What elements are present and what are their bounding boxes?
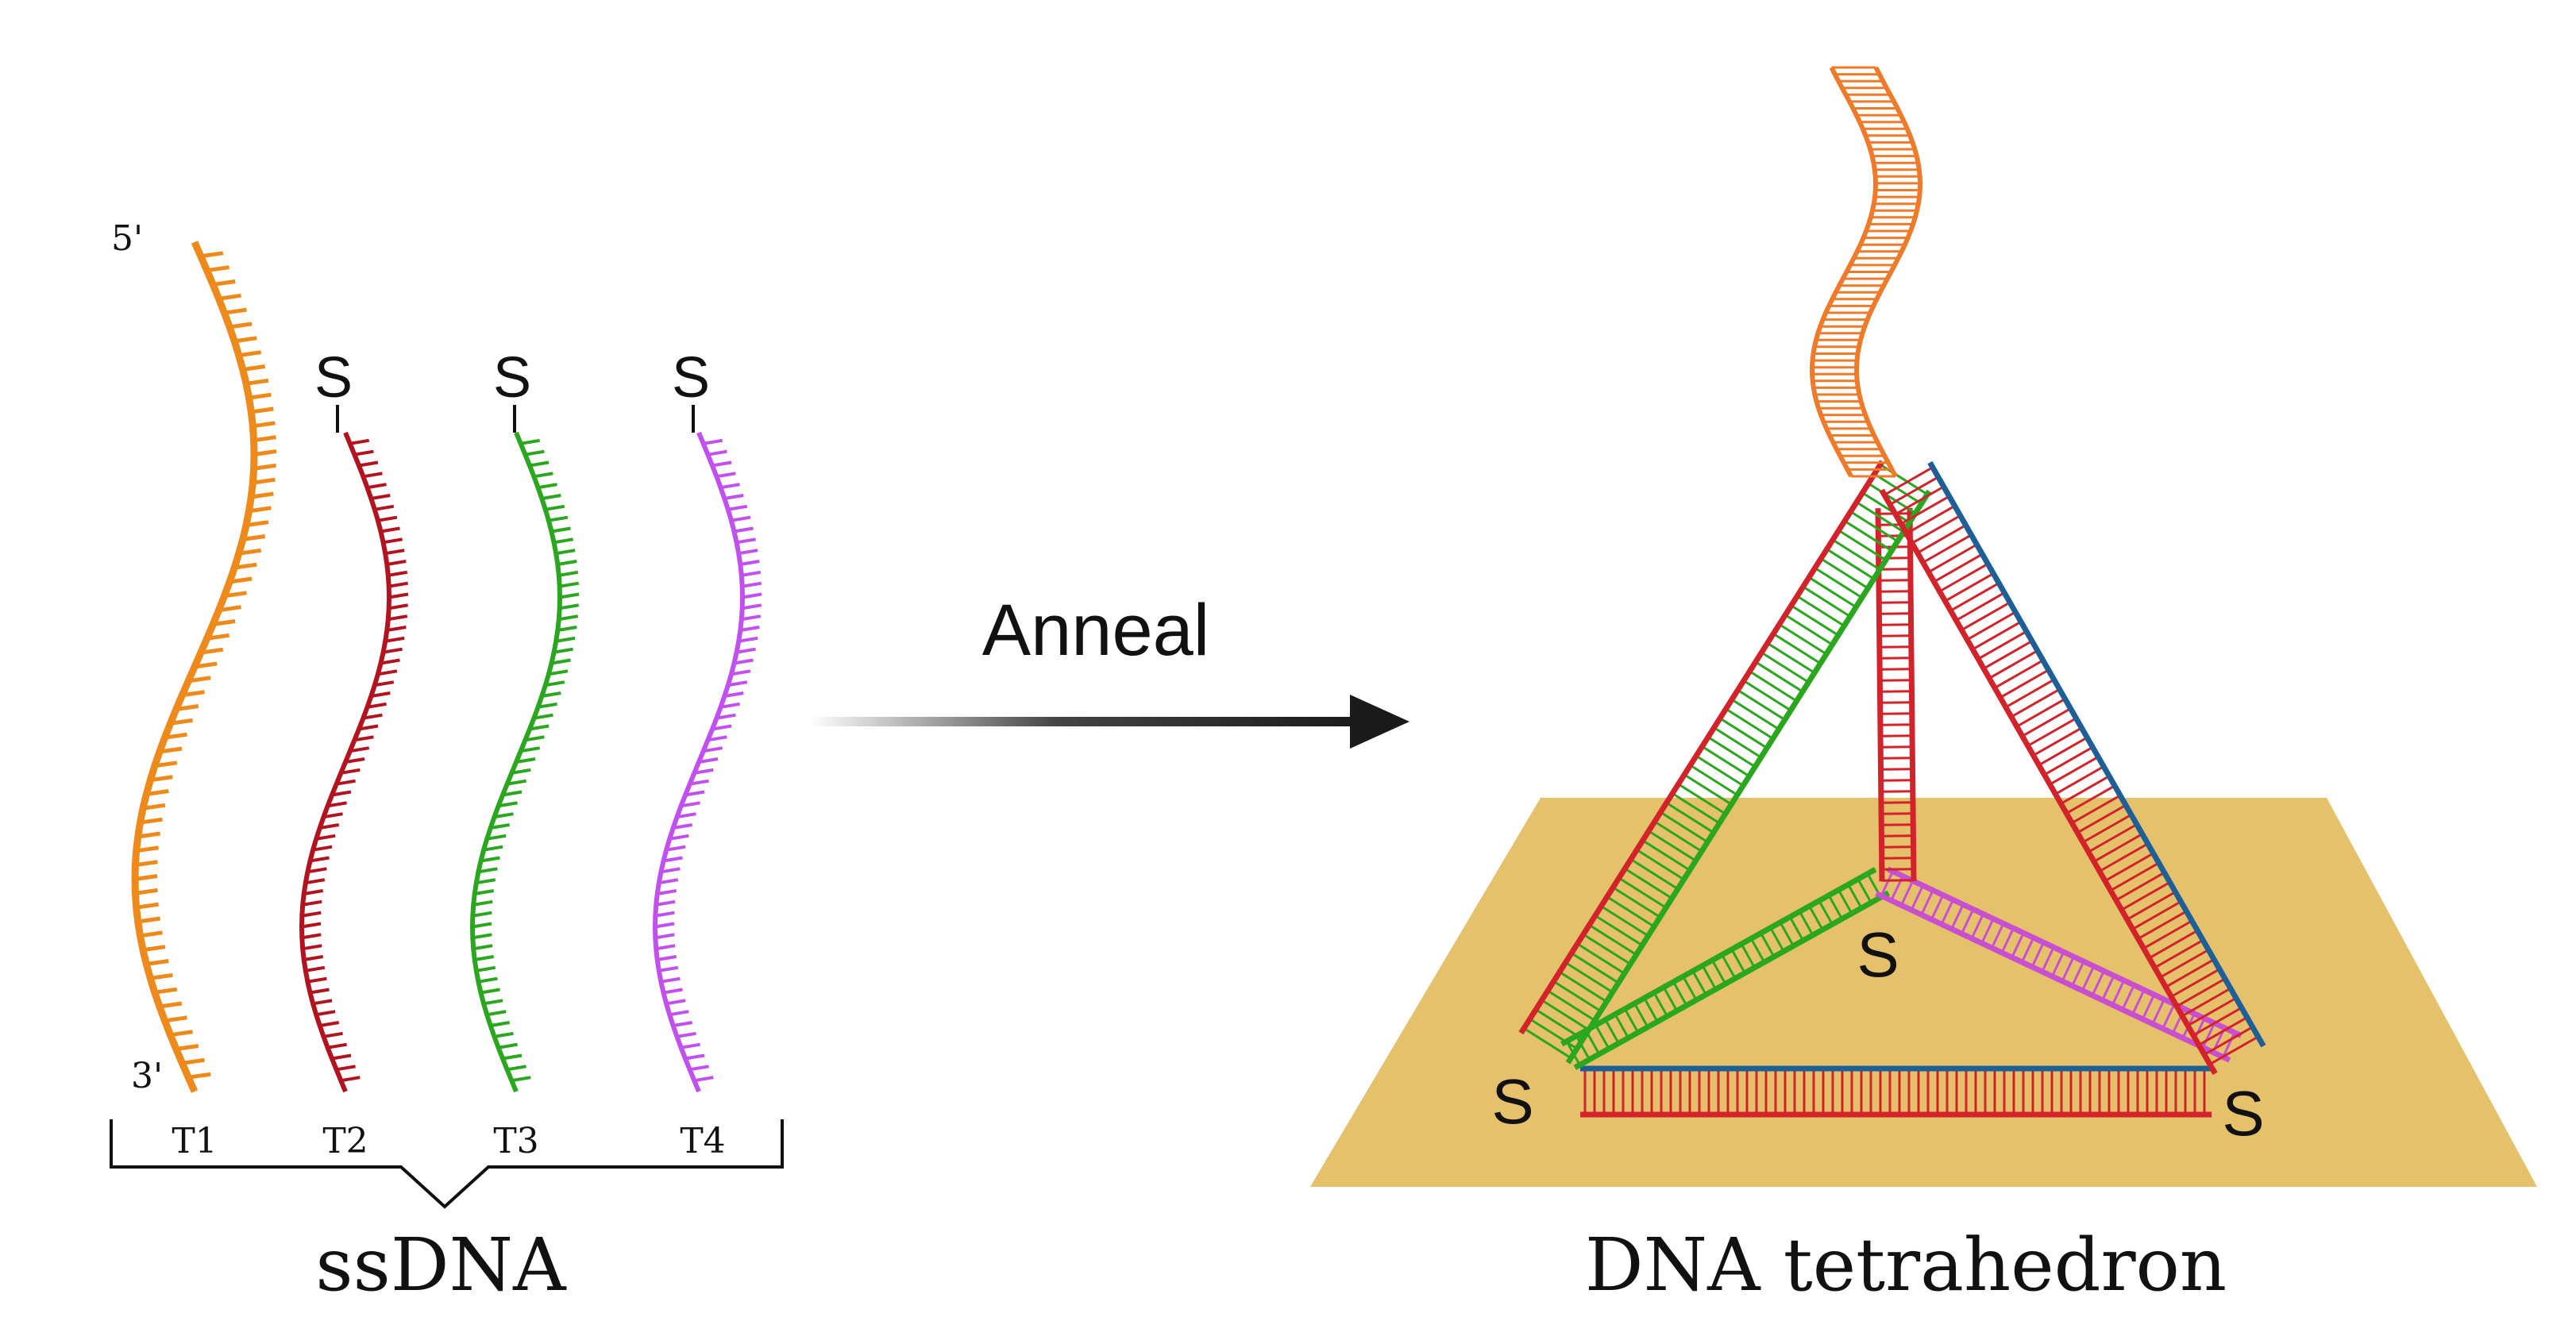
gold-surface bbox=[1310, 798, 2537, 1187]
ssdna-label: ssDNA bbox=[315, 1223, 567, 1307]
edge-base-helix bbox=[1580, 1065, 2212, 1118]
strand-bases-t4 bbox=[654, 438, 762, 1083]
strand-bases-t2 bbox=[301, 438, 409, 1083]
orange-extension-rungs bbox=[1812, 66, 1920, 478]
helix-group bbox=[1518, 66, 2266, 1118]
thiol-label-apex: S bbox=[1857, 919, 1899, 990]
arrow-head bbox=[1350, 695, 1409, 749]
strand-label-t2: T2 bbox=[322, 1121, 368, 1161]
ssdna-panel: 5' 3' T1 T2 T3 T4 S S S ssDNA bbox=[110, 218, 784, 1307]
edge-left-helix-rail-1 bbox=[1565, 489, 1932, 1065]
three-prime-label: 3' bbox=[131, 1056, 163, 1096]
thiol-label-right: S bbox=[2222, 1078, 2264, 1149]
edge-right-helix bbox=[1879, 460, 2266, 1076]
anneal-arrow: Anneal bbox=[810, 590, 1409, 749]
strand-label-t1: T1 bbox=[172, 1121, 217, 1161]
tetrahedron-title: DNA tetrahedron bbox=[1585, 1223, 2227, 1307]
strand-group bbox=[131, 241, 762, 1093]
edge-left-helix-rail-2 bbox=[1518, 460, 1885, 1035]
edge-right-helix-rail-2 bbox=[1927, 460, 2266, 1048]
thiol-label-left: S bbox=[1491, 1066, 1533, 1137]
edge-right-helix-rungs bbox=[1884, 466, 2259, 1065]
strand-bases-t3 bbox=[472, 438, 580, 1083]
edge-right-inner-helix-rail-2 bbox=[1886, 866, 2242, 1038]
edge-right-helix-rail-1 bbox=[1879, 488, 2218, 1076]
orange-extension-rail-2 bbox=[1853, 66, 1923, 478]
arrow-shaft bbox=[810, 717, 1358, 726]
strand-label-t3: T3 bbox=[493, 1121, 538, 1161]
edge-left-helix bbox=[1518, 460, 1932, 1065]
edge-vertical-helix-rail-2 bbox=[1907, 507, 1917, 881]
strand-label-t4: T4 bbox=[680, 1121, 725, 1161]
ssdna-brace bbox=[110, 1119, 784, 1209]
five-prime-label: 5' bbox=[111, 218, 143, 259]
thiol-label-t2: S bbox=[314, 346, 353, 410]
edge-left-inner-helix-rail-2 bbox=[1560, 867, 1877, 1047]
strand-bases-t1 bbox=[134, 251, 277, 1080]
edge-right-inner-helix bbox=[1875, 866, 2242, 1063]
edge-base-helix-rungs bbox=[1583, 1069, 2206, 1115]
edge-left-helix-rungs bbox=[1523, 464, 1928, 1060]
tetrahedron-panel: S S S DNA tetrahedron bbox=[1310, 66, 2537, 1307]
edge-right-inner-helix-rail-1 bbox=[1875, 891, 2231, 1063]
edge-left-inner-helix-rail-1 bbox=[1573, 890, 1890, 1070]
orange-extension-rail-1 bbox=[1809, 66, 1879, 478]
anneal-label: Anneal bbox=[982, 590, 1209, 671]
orange-extension-helix bbox=[1809, 66, 1923, 478]
thiol-label-t4: S bbox=[672, 346, 710, 410]
edge-right-inner-helix-rungs bbox=[1880, 870, 2236, 1058]
thiol-label-t3: S bbox=[493, 346, 531, 410]
